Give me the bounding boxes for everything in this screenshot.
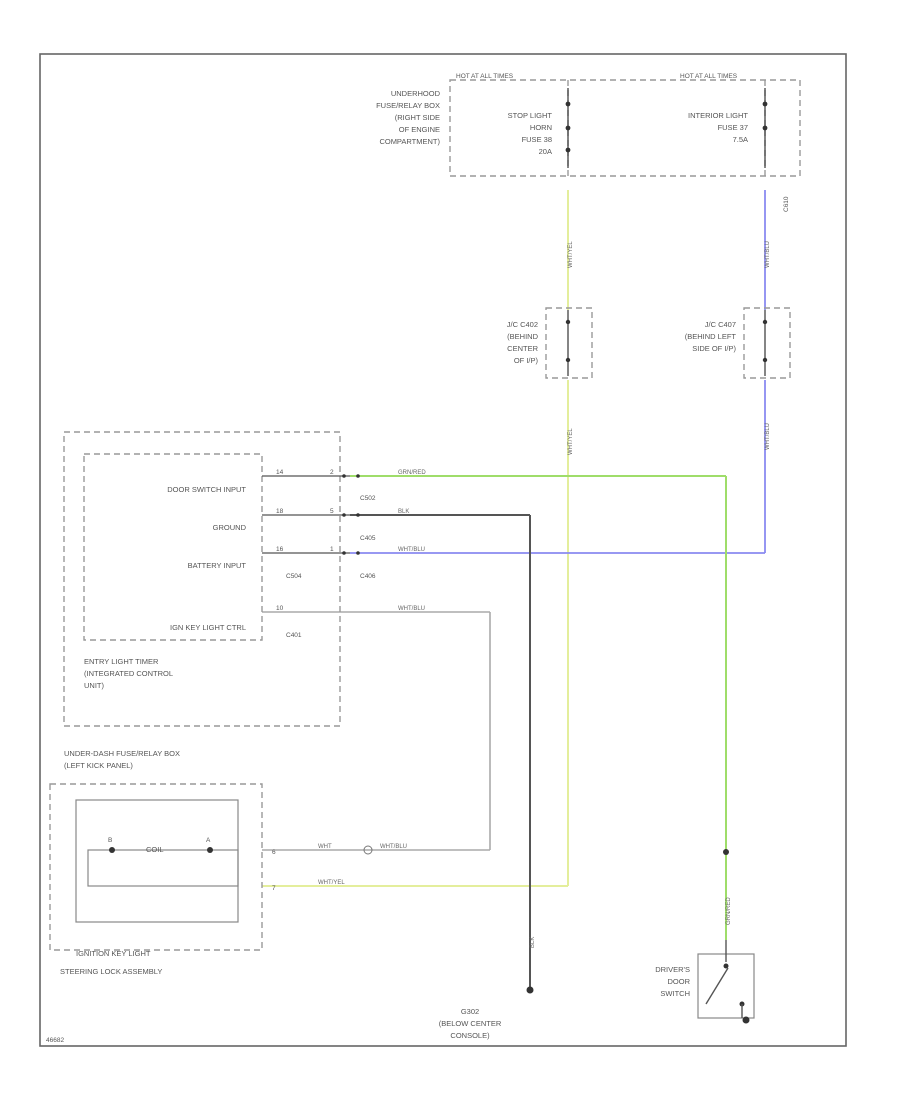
svg-text:FUSE/RELAY BOX: FUSE/RELAY BOX [376,101,440,110]
timer-conn-c504: C504 [286,573,302,580]
diagram-frame [39,53,847,1047]
timer-conn-c405: C405 [360,535,376,542]
wire-label-wht-blu: WHT/BLU [398,547,425,553]
jc-c402-line4: OF I/P) [514,356,539,365]
under-dash-box: UNDER-DASH FUSE/RELAY BOX (LEFT KICK PAN… [49,749,373,976]
ground-location-1: (BELOW CENTER [439,1019,502,1028]
timer-input-ground: GROUND [213,523,247,532]
wire-label-blk: BLK [398,509,409,515]
door-switch-line2: DOOR [668,977,691,986]
hot-label-left: HOT AT ALL TIMES [456,73,514,80]
fuse-left-4: 20A [539,147,552,156]
svg-text:COMPARTMENT): COMPARTMENT) [379,137,440,146]
fuse-left-2: HORN [530,123,552,132]
entry-light-timer: DOOR SWITCH INPUT GROUND BATTERY INPUT I… [63,431,376,727]
timer-pin-right-2: 5 [330,508,334,515]
timer-conn-c502: C502 [360,495,376,502]
fuse-left-3: FUSE 38 [522,135,552,144]
door-switch-line3: SWITCH [660,989,690,998]
timer-pin-left-3: 16 [276,546,284,553]
hot-label-right: HOT AT ALL TIMES [680,73,738,80]
timer-input-battery: BATTERY INPUT [188,561,247,570]
timer-pin-left-4: 10 [276,605,284,612]
timer-pin-right-1: 2 [330,469,334,476]
assembly-label-2: STEERING LOCK ASSEMBLY [60,967,162,976]
timer-pin-right-3: 1 [330,546,334,553]
wire-label-grn-red: GRN/RED [398,470,426,476]
fuse-right-1: INTERIOR LIGHT [688,111,748,120]
timer-conn-c406: C406 [360,573,376,580]
underhood-fuse-box: HOT AT ALL TIMES HOT AT ALL TIMES UNDERH… [376,73,801,212]
fuse-right-3: 7.5A [733,135,748,144]
fuse-box-location-4: OF ENGINE [399,125,440,134]
underdash-pin-7: 7 [272,885,276,892]
jc-c402-line1: J/C C402 [507,320,538,329]
ground-location-2: CONSOLE) [450,1031,490,1040]
key-light-pin-a: A [206,837,211,844]
jc-c407-line1: J/C C407 [705,320,736,329]
underdash-title-2: (LEFT KICK PANEL) [64,761,133,770]
fuse-left-1: STOP LIGHT [508,111,553,120]
key-light-pin-b: B [108,837,112,844]
connector-c610: C610 [783,196,790,212]
jc-c407: J/C C407 (BEHIND LEFT SIDE OF I/P) [685,307,791,379]
jc-c407-line3: SIDE OF I/P) [692,344,736,353]
wire-label-wht-yel-lower: WHT/YEL [318,880,345,886]
timer-title-1: ENTRY LIGHT TIMER [84,657,159,666]
figure-code: 46682 [46,1037,64,1044]
wire-label-wht-blk: WHT/BLU [398,606,425,612]
ground-g302: G302 (BELOW CENTER CONSOLE) [439,986,534,1040]
wire-label-wht-blu-top: WHT/BLU [765,241,771,268]
key-light-coil: COIL [146,845,164,854]
svg-text:OF ENGINE: OF ENGINE [399,125,440,134]
wire-label-wht-blk-lower: WHT/BLU [380,844,407,850]
wire-label-wht-blu-mid: WHT/BLU [765,423,771,450]
timer-conn-c401: C401 [286,632,302,639]
timer-title-3: UNIT) [84,681,104,690]
wire-label-wht-yel-mid: WHT/YEL [568,428,574,455]
jc-c402-line2: (BEHIND [507,332,538,341]
fuse-box-location-5: COMPARTMENT) [379,137,440,146]
wire-label-blk-bottom: BLK [530,937,536,948]
fuse-box-location-2: FUSE/RELAY BOX [376,101,440,110]
svg-text:UNDERHOOD: UNDERHOOD [391,89,441,98]
jc-c402-line3: CENTER [507,344,538,353]
underdash-title-1: UNDER-DASH FUSE/RELAY BOX [64,749,180,758]
jc-c402: J/C C402 (BEHIND CENTER OF I/P) [507,307,593,379]
ground-code: G302 [461,1007,479,1016]
door-switch-line1: DRIVER'S [655,965,690,974]
wire-label-wht-yel-top: WHT/YEL [568,241,574,268]
timer-pin-left-1: 14 [276,469,284,476]
fuse-box-location-1: UNDERHOOD [391,89,441,98]
jc-c407-line2: (BEHIND LEFT [685,332,737,341]
assembly-label-1: IGNITION KEY LIGHT [76,949,151,958]
drivers-door-switch: DRIVER'S DOOR SWITCH [655,849,755,1024]
wire-label-grn-red-bottom: GRN/RED [726,897,732,925]
fuse-right-2: FUSE 37 [718,123,748,132]
timer-title-2: (INTEGRATED CONTROL [84,669,173,678]
svg-text:(RIGHT SIDE: (RIGHT SIDE [395,113,440,122]
timer-input-ign-key-light: IGN KEY LIGHT CTRL [170,623,246,632]
fuse-box-location-3: (RIGHT SIDE [395,113,440,122]
underdash-pin-6: 6 [272,849,276,856]
wire-label-wht: WHT [318,844,332,850]
timer-pin-left-2: 18 [276,508,284,515]
timer-input-door-switch: DOOR SWITCH INPUT [167,485,246,494]
